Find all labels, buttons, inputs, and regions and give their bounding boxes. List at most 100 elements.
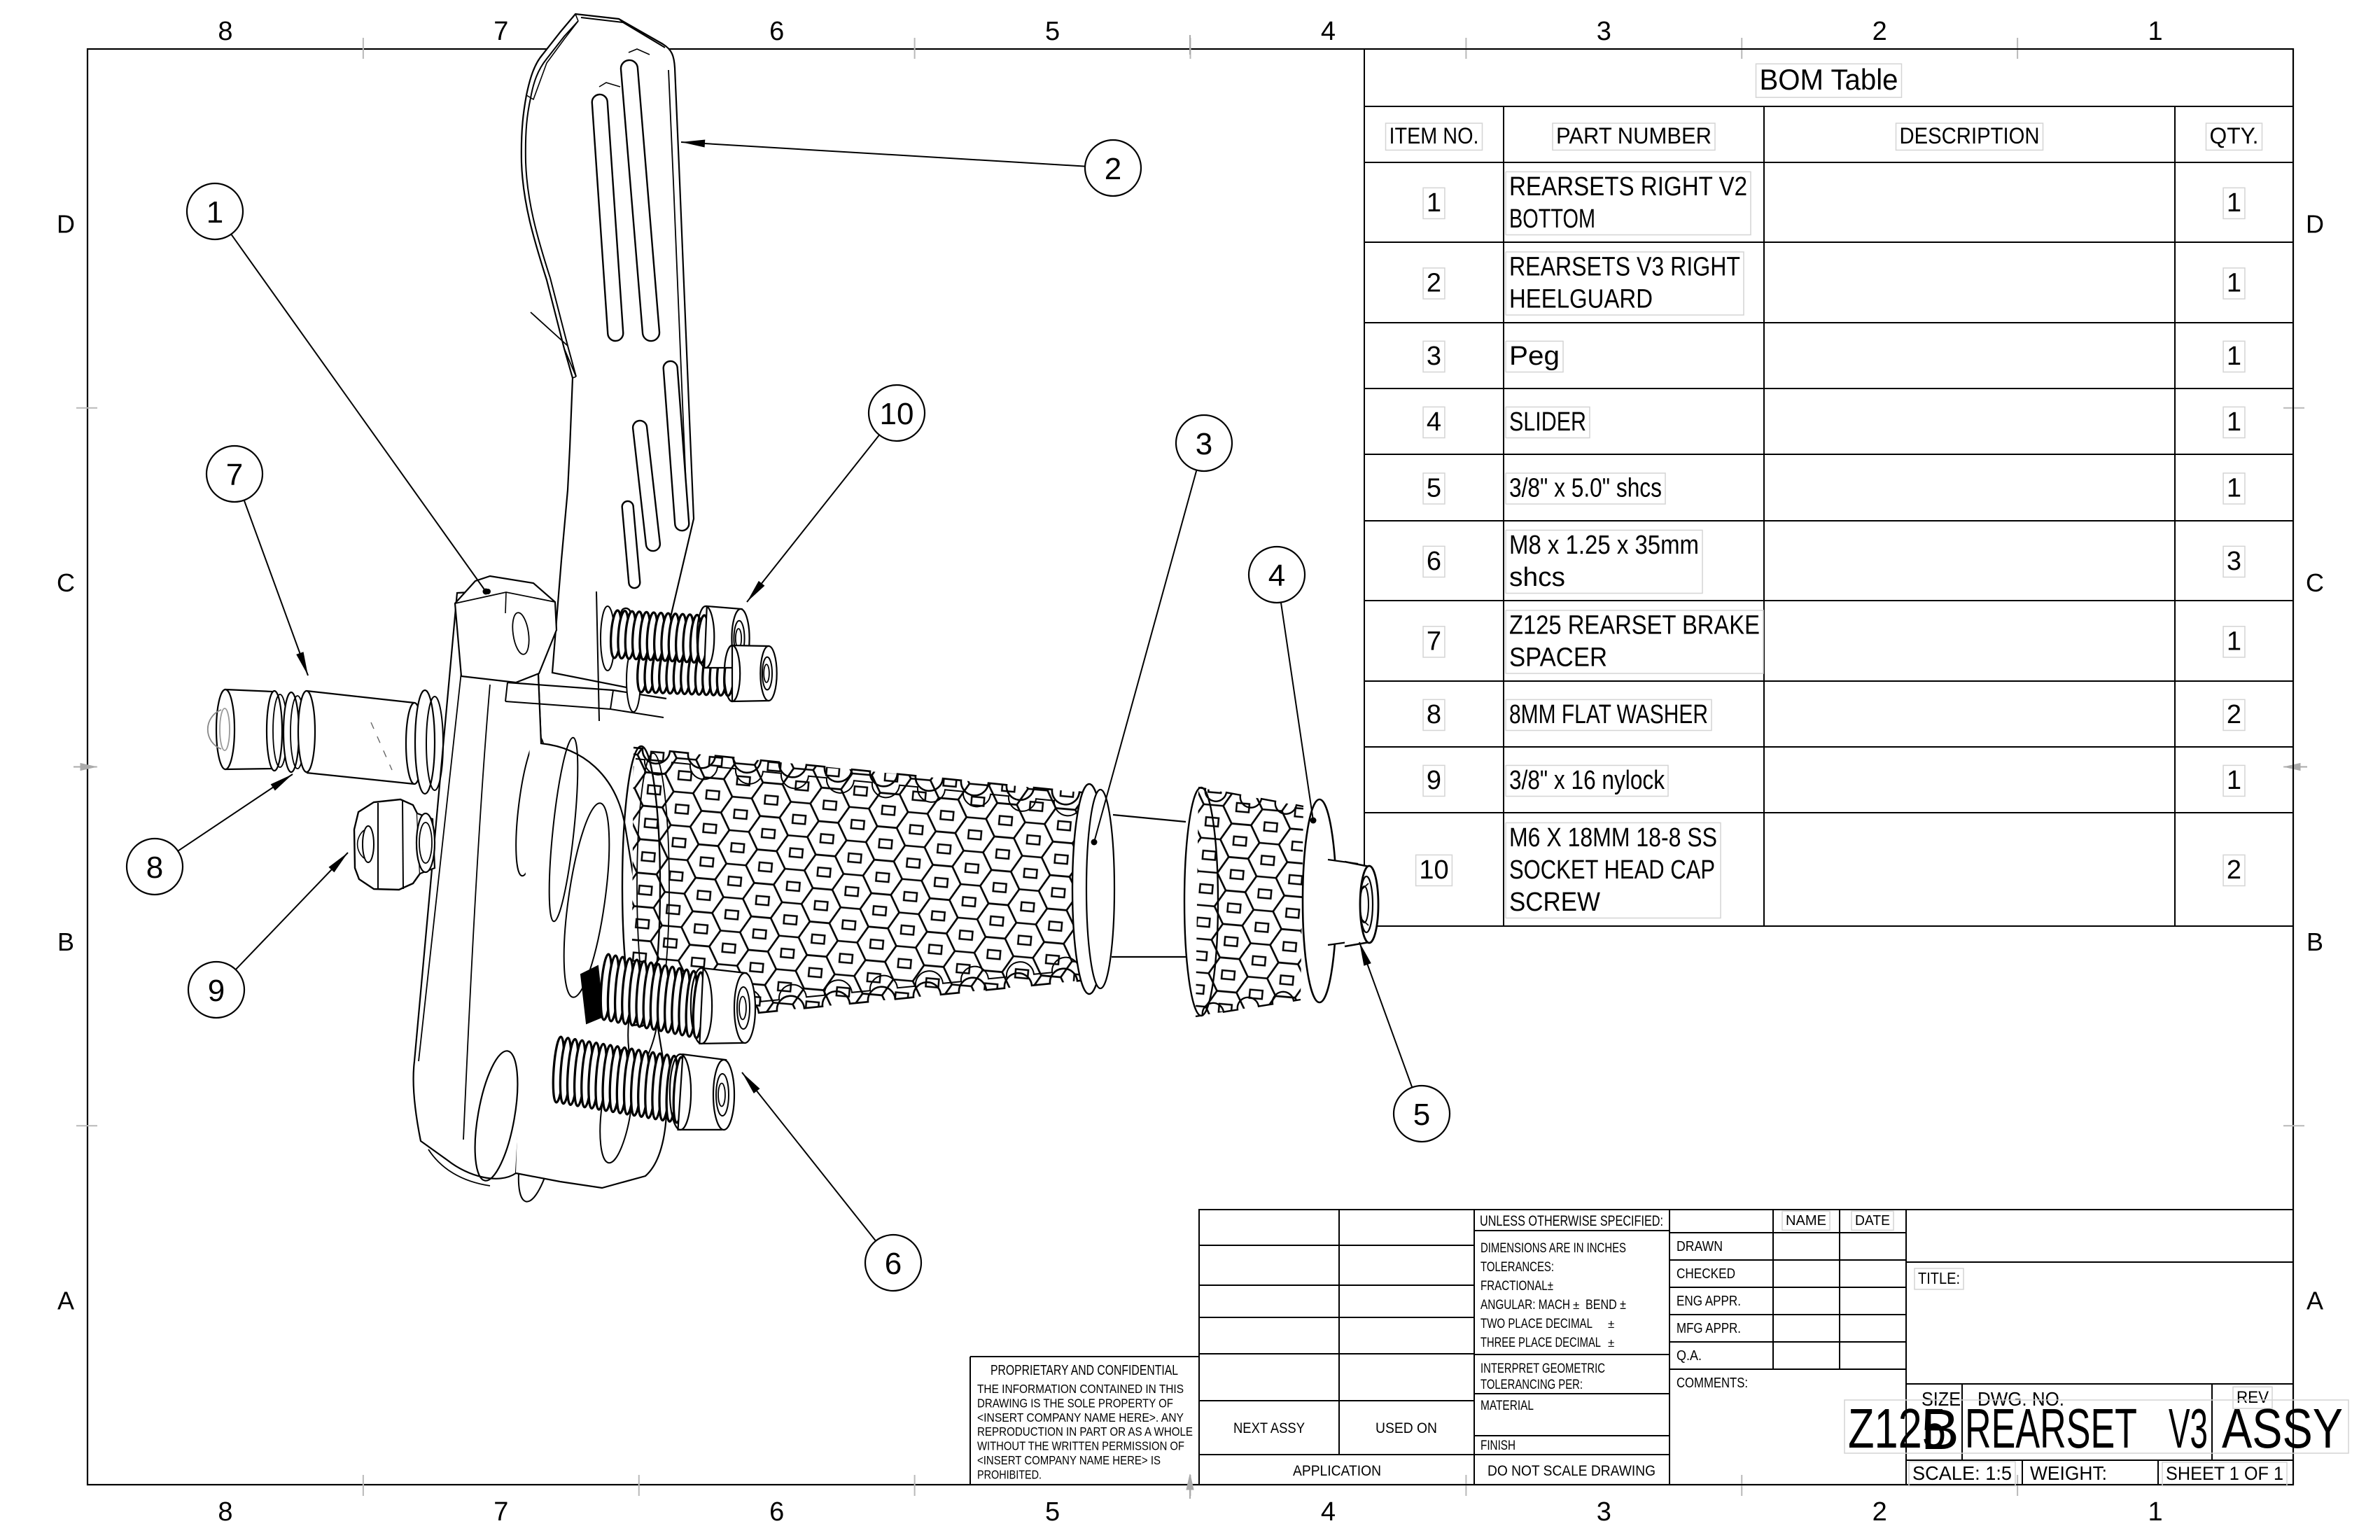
svg-text:TOLERANCING PER:: TOLERANCING PER:: [1480, 1378, 1583, 1392]
svg-text:REARSET: REARSET: [1965, 1397, 2137, 1460]
svg-text:2: 2: [1872, 17, 1887, 46]
svg-text:TOLERANCES:: TOLERANCES:: [1480, 1260, 1554, 1275]
svg-text:A: A: [57, 1287, 74, 1315]
svg-text:±: ±: [1608, 1317, 1614, 1331]
svg-text:5: 5: [1413, 1098, 1430, 1132]
svg-text:1: 1: [2227, 766, 2241, 795]
svg-text:Q.A.: Q.A.: [1676, 1348, 1702, 1364]
svg-text:3: 3: [1196, 427, 1212, 461]
svg-text:8: 8: [218, 17, 232, 46]
svg-text:DRAWING IS THE SOLE PROPERTY O: DRAWING IS THE SOLE PROPERTY OF: [977, 1396, 1173, 1410]
svg-text:5: 5: [1045, 1497, 1060, 1527]
svg-text:7: 7: [1427, 627, 1441, 657]
svg-text:3: 3: [1597, 17, 1611, 46]
svg-text:SLIDER: SLIDER: [1509, 407, 1586, 437]
svg-text:UNLESS OTHERWISE SPECIFIED:: UNLESS OTHERWISE SPECIFIED:: [1480, 1213, 1663, 1229]
svg-text:MFG APPR.: MFG APPR.: [1676, 1321, 1741, 1336]
svg-text:6: 6: [769, 17, 784, 46]
svg-text:DIMENSIONS ARE IN INCHES: DIMENSIONS ARE IN INCHES: [1480, 1241, 1626, 1256]
svg-text:ASSY: ASSY: [2222, 1397, 2343, 1460]
svg-text:DATE: DATE: [1855, 1213, 1890, 1228]
svg-text:C: C: [2306, 568, 2324, 597]
svg-text:1: 1: [2148, 17, 2162, 46]
svg-text:THE INFORMATION CONTAINED IN T: THE INFORMATION CONTAINED IN THIS: [977, 1382, 1184, 1396]
svg-text:shcs: shcs: [1509, 563, 1565, 592]
svg-text:3/8" x 16 nylock: 3/8" x 16 nylock: [1509, 766, 1665, 795]
svg-text:SCALE: 1:5: SCALE: 1:5: [1912, 1462, 2012, 1484]
svg-text:2: 2: [2227, 700, 2241, 729]
svg-text:CHECKED: CHECKED: [1676, 1266, 1735, 1282]
svg-text:10: 10: [880, 397, 914, 431]
svg-text:D: D: [2306, 209, 2324, 238]
svg-text:INTERPRET GEOMETRIC: INTERPRET GEOMETRIC: [1480, 1362, 1605, 1376]
svg-text:2: 2: [1872, 1497, 1887, 1527]
svg-text:TWO PLACE DECIMAL: TWO PLACE DECIMAL: [1480, 1317, 1592, 1331]
svg-text:9: 9: [1427, 766, 1441, 795]
svg-text:ENG APPR.: ENG APPR.: [1676, 1294, 1741, 1309]
svg-text:4: 4: [1268, 559, 1285, 593]
svg-text:2: 2: [1427, 269, 1441, 298]
svg-text:USED ON: USED ON: [1376, 1420, 1437, 1436]
svg-text:8MM FLAT WASHER: 8MM FLAT WASHER: [1509, 700, 1708, 729]
svg-text:<INSERT COMPANY NAME HERE> IS: <INSERT COMPANY NAME HERE> IS: [977, 1453, 1161, 1467]
svg-text:1: 1: [206, 195, 223, 230]
svg-text:8: 8: [1427, 700, 1441, 729]
svg-text:Z125 REARSET BRAKE: Z125 REARSET BRAKE: [1509, 611, 1760, 640]
svg-text:D: D: [57, 209, 75, 238]
svg-text:BEND ±: BEND ±: [1586, 1298, 1626, 1312]
svg-text:1: 1: [2227, 188, 2241, 218]
svg-text:DESCRIPTION: DESCRIPTION: [1900, 123, 2040, 148]
svg-text:FINISH: FINISH: [1480, 1438, 1516, 1453]
svg-text:9: 9: [208, 974, 225, 1008]
svg-text:BOM Table: BOM Table: [1760, 63, 1898, 96]
svg-text:BOTTOM: BOTTOM: [1509, 204, 1595, 234]
svg-text:ANGULAR: MACH: ANGULAR: MACH: [1480, 1298, 1570, 1312]
svg-text:6: 6: [885, 1247, 902, 1281]
svg-text:1: 1: [2148, 1497, 2162, 1527]
svg-text:8: 8: [146, 850, 163, 885]
svg-text:FRACTIONAL±: FRACTIONAL±: [1480, 1279, 1553, 1294]
svg-text:7: 7: [226, 458, 243, 492]
svg-text:1: 1: [2227, 627, 2241, 657]
svg-text:6: 6: [1427, 547, 1441, 576]
svg-text:1: 1: [2227, 342, 2241, 371]
svg-text:1: 1: [2227, 269, 2241, 298]
svg-text:WITHOUT THE WRITTEN PERMISSION: WITHOUT THE WRITTEN PERMISSION OF: [977, 1439, 1184, 1453]
svg-text:SOCKET HEAD CAP: SOCKET HEAD CAP: [1509, 855, 1715, 885]
svg-text:NAME: NAME: [1786, 1213, 1826, 1228]
svg-text:PROPRIETARY AND CONFIDENTIAL: PROPRIETARY AND CONFIDENTIAL: [990, 1363, 1178, 1378]
svg-text:1: 1: [1427, 188, 1441, 218]
svg-text:3/8" x 5.0" shcs: 3/8" x 5.0" shcs: [1509, 474, 1662, 503]
svg-text:SCREW: SCREW: [1509, 888, 1600, 917]
svg-text:1: 1: [2227, 407, 2241, 437]
svg-text:TITLE:: TITLE:: [1918, 1269, 1960, 1287]
svg-text:PART NUMBER: PART NUMBER: [1556, 123, 1712, 148]
svg-text:C: C: [57, 568, 75, 597]
svg-text:QTY.: QTY.: [2210, 123, 2259, 148]
svg-text:SHEET 1 OF 1: SHEET 1 OF 1: [2166, 1463, 2283, 1484]
svg-text:5: 5: [1427, 474, 1441, 503]
svg-text:COMMENTS:: COMMENTS:: [1676, 1376, 1748, 1391]
svg-text:3: 3: [1427, 342, 1441, 371]
svg-text:DO NOT SCALE DRAWING: DO NOT SCALE DRAWING: [1488, 1463, 1656, 1479]
svg-text:M8 x 1.25 x 35mm: M8 x 1.25 x 35mm: [1509, 531, 1699, 560]
svg-text:±: ±: [1608, 1336, 1614, 1350]
svg-text:A: A: [2306, 1287, 2323, 1315]
svg-text:Z125: Z125: [1848, 1397, 1946, 1460]
svg-text:2: 2: [1105, 152, 1121, 186]
svg-text:NEXT ASSY: NEXT ASSY: [1233, 1420, 1305, 1436]
svg-text:DWG. NO.: DWG. NO.: [1977, 1388, 2064, 1410]
svg-text:6: 6: [769, 1497, 784, 1527]
svg-text:5: 5: [1045, 17, 1060, 46]
svg-text:3: 3: [1597, 1497, 1611, 1527]
svg-text:B: B: [2306, 927, 2323, 956]
svg-text:±: ±: [1573, 1298, 1579, 1312]
svg-text:REV: REV: [2236, 1388, 2269, 1407]
svg-text:B: B: [57, 927, 74, 956]
svg-text:SIZE: SIZE: [1921, 1388, 1961, 1410]
svg-text:PROHIBITED.: PROHIBITED.: [977, 1467, 1042, 1481]
svg-text:APPLICATION: APPLICATION: [1293, 1463, 1381, 1479]
svg-text:2: 2: [2227, 855, 2241, 885]
svg-text:V3: V3: [2169, 1397, 2208, 1460]
svg-text:4: 4: [1427, 407, 1441, 437]
